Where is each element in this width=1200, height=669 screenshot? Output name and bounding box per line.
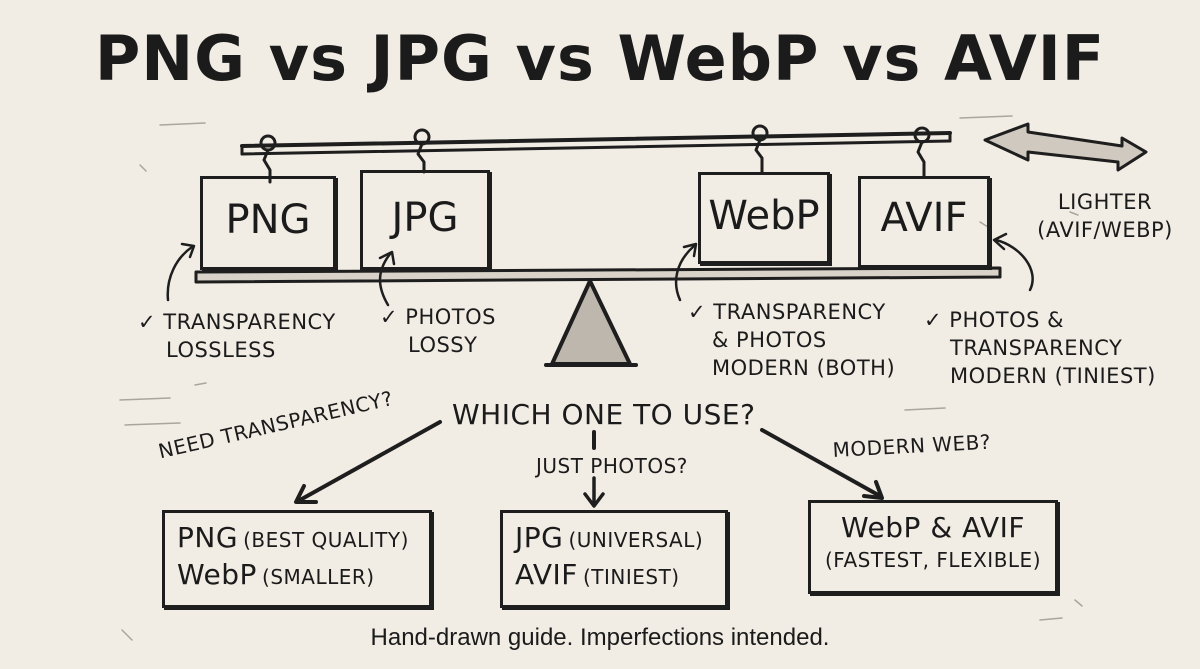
pointer-arrow-png bbox=[166, 245, 194, 302]
format-box-png: PNG bbox=[200, 176, 336, 270]
seesaw-plank bbox=[194, 266, 1002, 284]
result-box-modern: WebP & AVIF (FASTEST, FLEXIBLE) bbox=[808, 500, 1058, 594]
footer-caption: Hand-drawn guide. Imperfections intended… bbox=[370, 624, 830, 651]
format-box-avif: AVIF bbox=[858, 176, 990, 268]
hook-avif bbox=[913, 126, 931, 179]
format-box-webp: WebP bbox=[698, 172, 830, 264]
decision-arrow-left bbox=[298, 420, 442, 502]
pointer-arrow-jpg bbox=[378, 252, 392, 307]
note-webp: ✓ TRANSPARENCY & PHOTOS MODERN (BOTH) bbox=[688, 300, 896, 380]
result-box-transparency: PNG (BEST QUALITY) WebP (SMALLER) bbox=[162, 510, 432, 608]
format-label-jpg: JPG bbox=[391, 195, 459, 241]
page-title: PNG vs JPG vs WebP vs AVIF bbox=[94, 22, 1106, 95]
lighter-label: LIGHTER (AVIF/WEBP) bbox=[1037, 190, 1173, 242]
note-avif: ✓ PHOTOS & TRANSPARENCY MODERN (TINIEST) bbox=[924, 308, 1156, 388]
hook-jpg bbox=[413, 128, 431, 174]
format-label-png: PNG bbox=[225, 197, 311, 243]
note-jpg: ✓ PHOTOS LOSSY bbox=[380, 305, 496, 357]
note-png: ✓ TRANSPARENCY LOSSLESS bbox=[138, 310, 336, 362]
pointer-arrow-avif bbox=[994, 238, 1034, 292]
hook-webp bbox=[751, 124, 769, 174]
checkmark-icon: ✓ bbox=[380, 305, 399, 329]
checkmark-icon: ✓ bbox=[138, 310, 157, 334]
result-box-photos: JPG (UNIVERSAL) AVIF (TINIEST) bbox=[500, 510, 728, 608]
lighter-double-arrow bbox=[983, 122, 1148, 172]
format-box-jpg: JPG bbox=[360, 170, 490, 270]
branch-label-middle: JUST PHOTOS? bbox=[536, 454, 688, 478]
format-label-avif: AVIF bbox=[880, 195, 968, 241]
decision-question: WHICH ONE TO USE? bbox=[452, 398, 756, 431]
decision-arrow-right bbox=[760, 428, 882, 498]
fulcrum-triangle bbox=[550, 279, 632, 366]
checkmark-icon: ✓ bbox=[688, 300, 707, 324]
hanging-rod bbox=[240, 131, 952, 148]
checkmark-icon: ✓ bbox=[924, 308, 943, 332]
pointer-arrow-webp bbox=[674, 244, 696, 302]
format-label-webp: WebP bbox=[708, 193, 820, 239]
